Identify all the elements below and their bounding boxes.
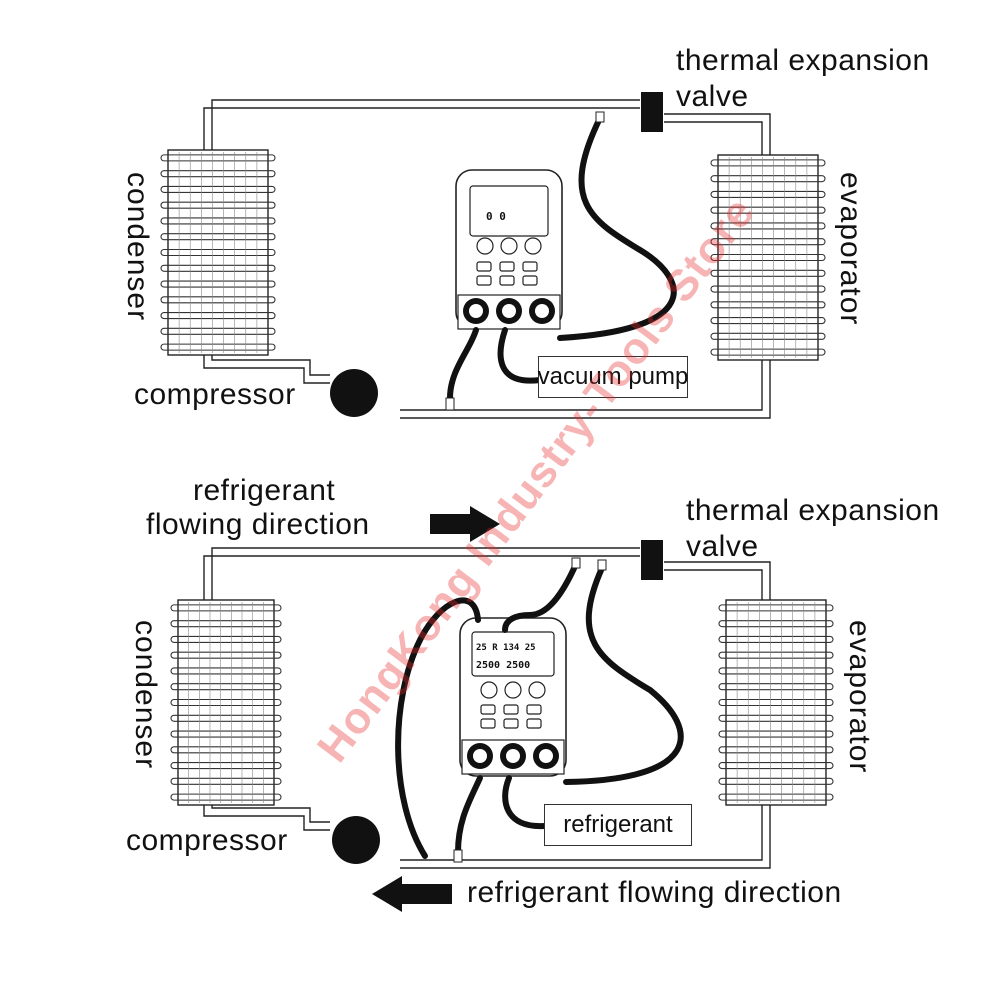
coil-tube — [160, 248, 276, 257]
bottom-compressor-label: compressor — [126, 824, 288, 857]
bottom-flow-label-line2: flowing direction — [146, 508, 370, 541]
coil-tube — [710, 190, 826, 198]
bottom-circuit: 25 R 134 25 2500 2500 — [170, 506, 834, 912]
coil-tube — [710, 238, 826, 246]
bottom-valve-label-line1: thermal expansion — [686, 494, 940, 527]
top-valve-label-line2: valve — [676, 80, 749, 113]
coil-tube — [170, 777, 282, 785]
coil-tube — [160, 343, 276, 351]
coil-tube — [160, 327, 276, 335]
coil-tube — [160, 264, 276, 272]
coil-tube — [160, 217, 276, 225]
bottom-expansion-valve — [641, 540, 663, 580]
coil-tube — [170, 730, 282, 738]
bottom-valve-label-line2: valve — [686, 530, 759, 563]
coil-tube — [170, 620, 282, 628]
top-lcd-text: 0 0 — [486, 210, 506, 223]
top-vacuum-pump-label: vacuum pump — [537, 363, 689, 390]
top-condenser-coil — [160, 149, 276, 356]
coil-tube — [718, 714, 834, 722]
coil-tube — [718, 762, 834, 770]
bottom-condenser-coil — [170, 599, 282, 806]
coil-tube — [160, 296, 276, 304]
top-valve-label-line1: thermal expansion — [676, 44, 930, 77]
coil-tube — [718, 604, 834, 612]
coil-tube — [160, 185, 276, 193]
top-condenser-label: condenser — [121, 172, 154, 322]
bottom-evaporator-coil — [718, 599, 834, 806]
coil-tube — [718, 667, 834, 675]
coil-tube — [170, 762, 282, 770]
coil-tube — [160, 170, 276, 178]
coil-tube — [170, 683, 282, 691]
coil-tube — [710, 253, 826, 262]
coil-tube — [710, 332, 826, 340]
coil-tube — [718, 698, 834, 707]
bottom-evaporator-label: evaporator — [843, 620, 876, 774]
coil-tube — [170, 793, 282, 801]
bottom-condenser-label: condenser — [129, 620, 162, 770]
coil-tube — [718, 730, 834, 738]
coil-tube — [718, 683, 834, 691]
coil-tube — [160, 154, 276, 162]
coil-tube — [170, 746, 282, 754]
coil-tube — [710, 222, 826, 230]
flow-arrow-left — [372, 876, 452, 912]
coil-tube — [718, 651, 834, 659]
top-vacuum-pump-box: vacuum pump — [538, 356, 688, 398]
top-evaporator-label: evaporator — [834, 172, 867, 326]
bottom-refrigerant-label: refrigerant — [563, 811, 673, 838]
bottom-compressor — [332, 816, 380, 864]
coil-tube — [710, 301, 826, 309]
bottom-lcd-line1: 25 R 134 25 — [476, 643, 536, 653]
bottom-flow-label-line1: refrigerant — [193, 474, 336, 507]
coil-tube — [718, 793, 834, 801]
coil-tube — [160, 280, 276, 288]
top-evaporator-coil — [710, 154, 826, 361]
coil-tube — [170, 604, 282, 612]
coil-tube — [710, 285, 826, 293]
top-circuit: 0 0 — [160, 92, 826, 419]
coil-tube — [170, 667, 282, 675]
coil-tube — [160, 233, 276, 241]
coil-tube — [710, 159, 826, 167]
coil-tube — [710, 269, 826, 277]
top-expansion-valve — [641, 92, 663, 132]
coil-tube — [710, 348, 826, 356]
top-compressor-label: compressor — [134, 378, 296, 411]
bottom-refrigerant-box: refrigerant — [544, 804, 692, 846]
coil-tube — [718, 777, 834, 785]
coil-tube — [710, 175, 826, 183]
coil-tube — [718, 635, 834, 643]
flow-arrow-right — [430, 506, 500, 542]
coil-tube — [718, 746, 834, 754]
bottom-lcd-line2: 2500 2500 — [476, 660, 530, 671]
coil-tube — [710, 317, 826, 325]
top-compressor — [330, 369, 378, 417]
coil-tube — [718, 620, 834, 628]
coil-tube — [170, 714, 282, 722]
bottom-manifold-gauge: 25 R 134 25 2500 2500 — [459, 617, 567, 777]
coil-tube — [160, 201, 276, 209]
coil-tube — [710, 206, 826, 214]
coil-tube — [170, 635, 282, 643]
coil-tube — [170, 651, 282, 659]
coil-tube — [160, 312, 276, 320]
bottom-flow-direction-label: refrigerant flowing direction — [467, 876, 842, 909]
top-manifold-gauge: 0 0 — [455, 169, 563, 330]
coil-tube — [170, 698, 282, 707]
